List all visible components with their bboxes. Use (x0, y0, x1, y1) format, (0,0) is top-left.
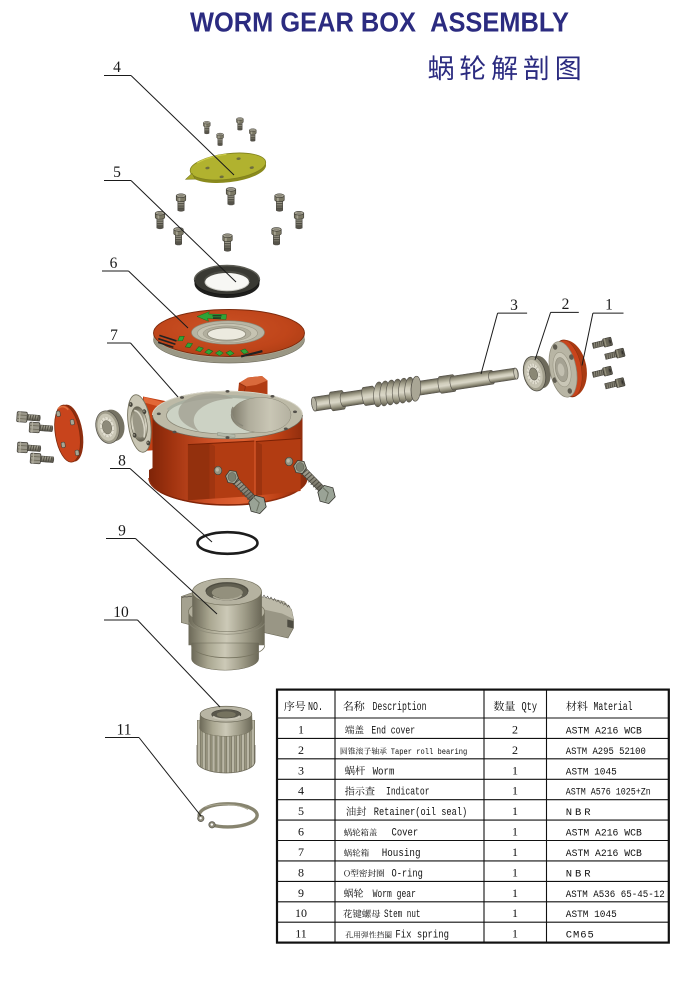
svg-text:11: 11 (295, 927, 307, 941)
svg-text:8: 8 (298, 865, 304, 879)
svg-text:Cover: Cover (392, 828, 419, 840)
svg-text:5: 5 (298, 804, 304, 818)
svg-text:3: 3 (298, 763, 304, 777)
svg-text:ASTM A295 52100: ASTM A295 52100 (566, 746, 646, 758)
svg-text:10: 10 (295, 906, 307, 920)
svg-text:O-ring: O-ring (392, 868, 423, 880)
svg-text:NO.: NO. (308, 701, 323, 714)
svg-text:1: 1 (512, 906, 518, 920)
svg-text:Worm gear: Worm gear (373, 889, 416, 901)
svg-text:1: 1 (512, 784, 518, 798)
svg-text:6: 6 (298, 825, 304, 839)
svg-text:ASTM A576 1025+Zn: ASTM A576 1025+Zn (566, 787, 651, 799)
svg-text:NBR: NBR (566, 807, 591, 819)
svg-text:1: 1 (512, 886, 518, 900)
svg-text:8: 8 (118, 453, 126, 470)
svg-text:ASTM 1045: ASTM 1045 (566, 766, 617, 778)
svg-text:1: 1 (512, 865, 518, 879)
svg-text:10: 10 (113, 604, 129, 621)
svg-text:4: 4 (113, 59, 121, 76)
svg-text:2: 2 (512, 722, 518, 736)
svg-text:End cover: End cover (371, 725, 415, 737)
svg-text:Taper roll bearing: Taper roll bearing (391, 747, 467, 757)
svg-text:WORM GEAR BOX ASSEMBLY: WORM GEAR BOX ASSEMBLY (190, 7, 569, 38)
svg-text:6: 6 (110, 255, 118, 272)
svg-text:NBR: NBR (566, 868, 591, 880)
svg-text:Fix spring: Fix spring (395, 930, 449, 942)
svg-text:1: 1 (298, 722, 304, 736)
svg-text:ASTM A536 65-45-12: ASTM A536 65-45-12 (566, 889, 665, 901)
svg-text:1: 1 (512, 845, 518, 859)
svg-text:11: 11 (117, 722, 132, 739)
svg-text:Worm: Worm (373, 766, 395, 778)
svg-text:1: 1 (512, 763, 518, 777)
svg-text:2: 2 (512, 743, 518, 757)
svg-text:2: 2 (562, 296, 570, 313)
svg-text:7: 7 (110, 327, 118, 344)
svg-text:3: 3 (510, 297, 518, 314)
svg-text:Housing: Housing (382, 848, 421, 860)
svg-text:Qty: Qty (522, 701, 538, 714)
svg-text:Stem nut: Stem nut (384, 909, 421, 921)
svg-text:ASTM 1045: ASTM 1045 (566, 909, 617, 921)
svg-text:1: 1 (512, 825, 518, 839)
svg-text:9: 9 (118, 523, 126, 540)
svg-text:Retainer(oil seal): Retainer(oil seal) (374, 807, 467, 819)
svg-text:ASTM A216 WCB: ASTM A216 WCB (566, 848, 642, 860)
svg-text:9: 9 (298, 886, 304, 900)
svg-text:Description: Description (373, 701, 427, 714)
svg-text:7: 7 (298, 845, 304, 859)
svg-text:1: 1 (512, 927, 518, 941)
svg-text:2: 2 (298, 743, 304, 757)
svg-text:CM65: CM65 (566, 930, 594, 942)
svg-text:Material: Material (594, 701, 633, 714)
svg-text:5: 5 (113, 164, 121, 181)
svg-text:1: 1 (605, 297, 613, 314)
svg-text:ASTM A216 WCB: ASTM A216 WCB (566, 828, 642, 840)
svg-text:4: 4 (298, 784, 304, 798)
svg-text:ASTM A216 WCB: ASTM A216 WCB (566, 725, 642, 737)
svg-text:1: 1 (512, 804, 518, 818)
svg-text:Indicator: Indicator (386, 787, 430, 799)
